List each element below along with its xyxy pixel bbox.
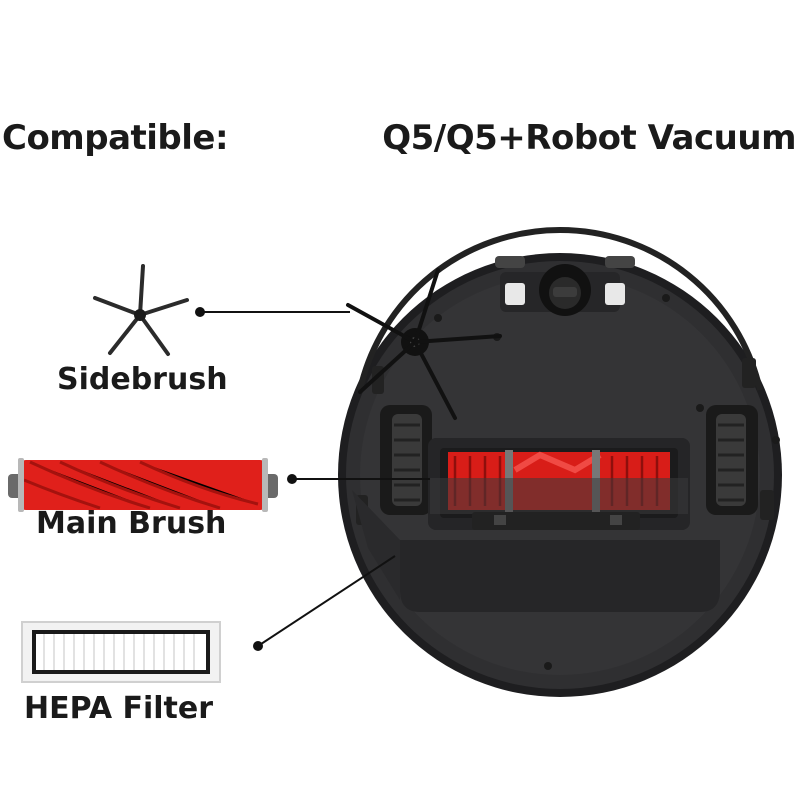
main-brush-label: Main Brush bbox=[36, 506, 227, 541]
main-brush-callout-line bbox=[287, 474, 430, 484]
sidebrush-label: Sidebrush bbox=[57, 362, 228, 397]
compatible-label: Compatible: bbox=[2, 118, 229, 158]
hepa-filter-icon bbox=[21, 621, 221, 683]
compatible-model-text: Q5/Q5+Robot Vacuum bbox=[382, 118, 796, 158]
hepa-filter-callout-line bbox=[253, 555, 396, 651]
robot-vacuum-image bbox=[338, 227, 782, 697]
sidebrush-icon bbox=[93, 264, 189, 356]
hepa-filter-label: HEPA Filter bbox=[24, 691, 214, 726]
main-brush-icon bbox=[8, 458, 278, 512]
sidebrush-callout-line bbox=[195, 307, 350, 317]
